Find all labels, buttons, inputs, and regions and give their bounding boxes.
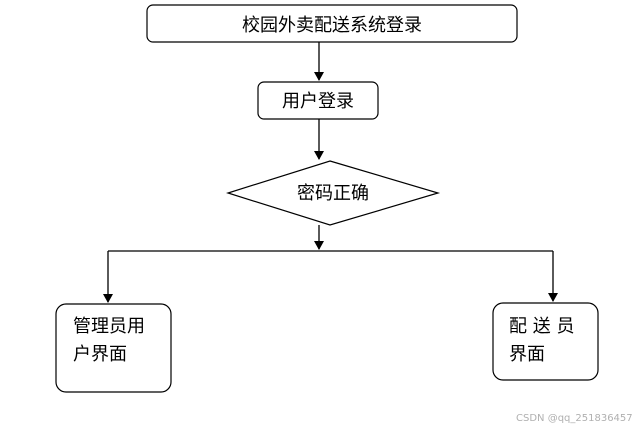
delivery-node (492, 302, 599, 381)
delivery-node-label-line1: 配 送 员 (509, 316, 574, 337)
password-check-node (225, 160, 441, 226)
title-node-label: 校园外卖配送系统登录 (242, 15, 422, 36)
password-check-label: 密码正确 (297, 183, 369, 204)
admin-node-label-line1: 管理员用 (73, 316, 145, 337)
login-node-label: 用户登录 (282, 91, 354, 112)
delivery-node-label-line2: 界面 (509, 344, 545, 365)
admin-node-label-line2: 户界面 (73, 344, 127, 365)
watermark: CSDN @qq_251836457 (516, 413, 633, 424)
admin-node (55, 303, 172, 393)
login-node (257, 81, 379, 120)
title-node (146, 4, 518, 43)
